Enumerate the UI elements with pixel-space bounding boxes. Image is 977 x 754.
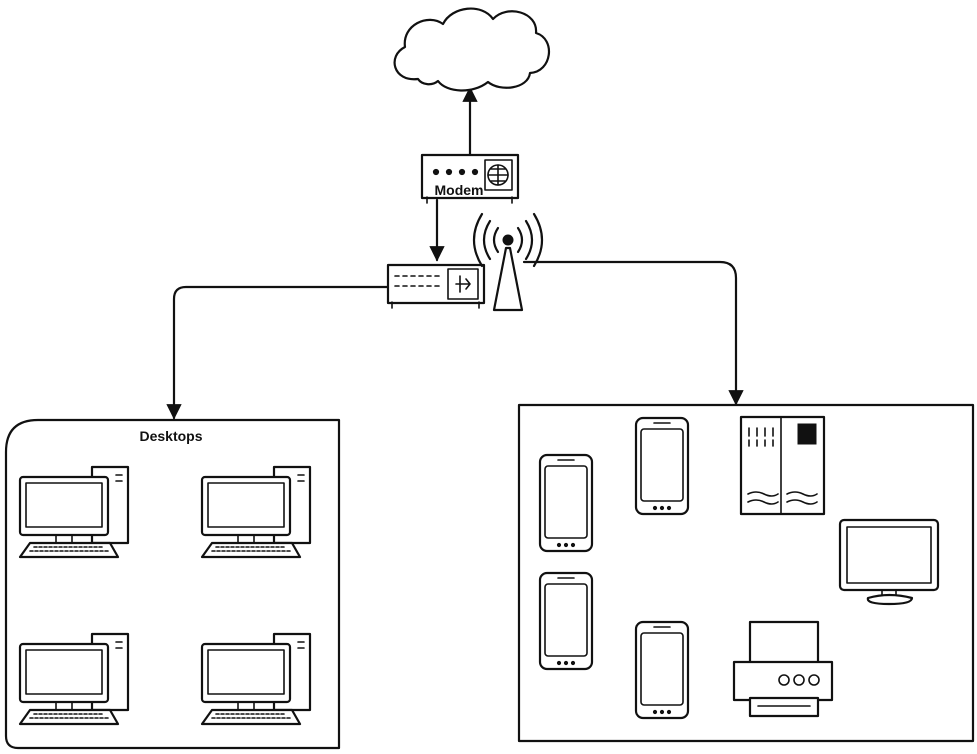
desktop-computer-icon [200, 465, 312, 559]
printer-icon [732, 620, 834, 718]
desktop-computer-icon [18, 632, 130, 726]
devices-group-container [517, 403, 975, 743]
smartphone-icon [634, 416, 690, 516]
desktop-computer-icon [200, 632, 312, 726]
cloud-icon [393, 7, 551, 92]
smartphone-icon [538, 571, 594, 671]
antenna-icon [472, 212, 544, 312]
smartphone-icon [634, 620, 690, 720]
modem-label: Modem [435, 182, 484, 198]
desktop-computer-icon [18, 465, 130, 559]
wireless-router-icon [386, 263, 486, 309]
desktops-group-label: Desktops [139, 428, 202, 444]
connector-router-to-desktops [166, 285, 390, 420]
tablet-icon [739, 415, 826, 516]
modem-icon [420, 153, 520, 204]
monitor-icon [838, 518, 940, 606]
connector-router-to-devices [522, 260, 744, 406]
smartphone-icon [538, 453, 594, 553]
desktops-group-container [4, 418, 341, 750]
